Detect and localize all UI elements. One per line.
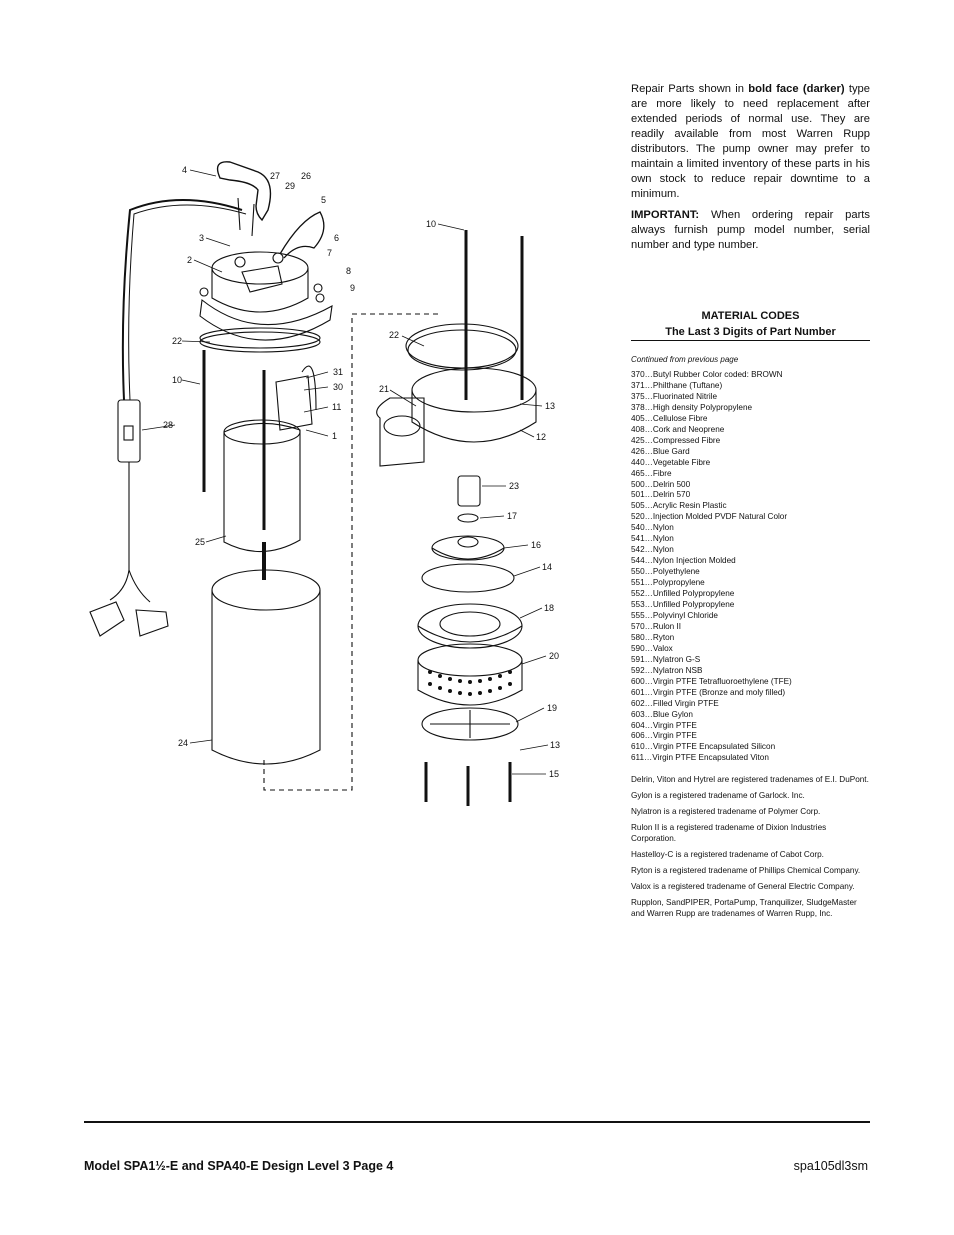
callout-7: 7 [327,248,332,258]
material-code-item: 505…Acrylic Resin Plastic [631,501,727,511]
material-code-item: 551…Polypropylene [631,578,705,588]
callout-2: 2 [187,255,192,265]
trademark-note: Valox is a registered tradename of Gener… [631,882,855,892]
intro-paragraph: Repair Parts shown in bold face (darker)… [631,82,870,202]
callout-22-right: 22 [389,330,399,340]
callout-5: 5 [321,195,326,205]
material-code-item: 610…Virgin PTFE Encapsulated Silicon [631,742,776,752]
callout-18: 18 [544,603,554,613]
material-codes-subtitle: The Last 3 Digits of Part Number [631,324,870,341]
callout-10-right: 10 [426,219,436,229]
callout-29: 29 [285,181,295,191]
material-code-item: 408…Cork and Neoprene [631,424,725,434]
material-code-item: 465…Fibre [631,468,672,478]
material-code-item: 580…Ryton [631,632,675,642]
material-code-item: 501…Delrin 570 [631,490,691,500]
callout-16: 16 [531,540,541,550]
continued-note: Continued from previous page [631,355,739,364]
trademark-note: Nylatron is a registered tradename of Po… [631,807,821,817]
callout-24: 24 [178,738,188,748]
material-code-item: 570…Rulon II [631,621,682,631]
trademark-note: Delrin, Viton and Hytrel are registered … [631,775,869,785]
callout-15: 15 [549,769,559,779]
callout-8: 8 [346,266,351,276]
material-code-item: 371…Philthane (Tuftane) [631,380,723,390]
trademark-note: Ryton is a registered tradename of Phill… [631,866,861,876]
footer-title: Model SPA1½-E and SPA40-E Design Level 3… [84,1159,394,1173]
material-code-item: 405…Cellulose Fibre [631,413,708,423]
trademark-note: Hastelloy-C is a registered tradename of… [631,850,824,860]
material-code-item: 611…Virgin PTFE Encapsulated Viton [631,753,769,763]
switch-shape [117,399,141,463]
important-text: When ordering repair parts always furnis… [631,209,870,251]
callout-21: 21 [379,384,389,394]
intro-text-rest: type are more likely to need replacement… [631,83,870,200]
callout-28: 28 [163,420,173,430]
material-code-item: 540…Nylon [631,523,674,533]
callout-23: 23 [509,481,519,491]
material-code-item: 604…Virgin PTFE [631,720,697,730]
material-code-item: 426…Blue Gard [631,446,690,456]
material-code-item: 375…Fluorinated Nitrile [631,391,718,401]
material-code-item: 550…Polyethylene [631,567,700,577]
right-column: Repair Parts shown in bold face (darker)… [631,82,870,924]
callout-20: 20 [549,651,559,661]
material-code-item: 541…Nylon [631,534,674,544]
callout-13: 13 [545,401,555,411]
material-code-item: 440…Vegetable Fibre [631,457,711,467]
callout-19: 19 [547,703,557,713]
callout-3: 3 [199,233,204,243]
material-code-item: 590…Valox [631,643,673,653]
callout-25: 25 [195,537,205,547]
trademark-note: Rulon II is a registered tradename of Di… [631,823,827,844]
intro-text-lead: Repair Parts shown in [631,83,744,95]
material-codes-title: MATERIAL CODES [701,310,800,322]
material-code-item: 544…Nylon Injection Molded [631,556,736,566]
footer-doc-code: spa105dl3sm [793,1159,868,1173]
material-code-item: 500…Delrin 500 [631,479,691,489]
material-code-item: 601…Virgin PTFE (Bronze and moly filled) [631,687,786,697]
material-code-item: 555…Polyvinyl Chloride [631,610,718,620]
material-code-item: 602…Filled Virgin PTFE [631,698,719,708]
material-code-item: 603…Blue Gylon [631,709,693,719]
material-code-item: 553…Unfilled Polypropylene [631,600,735,610]
callout-1: 1 [332,431,337,441]
callout-9: 9 [350,283,355,293]
material-code-item: 600…Virgin PTFE Tetrafluoroethylene (TFE… [631,676,792,686]
callout-27: 27 [270,171,280,181]
callout-14: 14 [542,562,552,572]
material-code-item: 591…Nylatron G-S [631,654,701,664]
trademark-note: Rupplon, SandPIPER, PortaPump, Tranquili… [631,898,857,919]
trademark-note: Gylon is a registered tradename of Garlo… [631,791,805,801]
callout-11: 11 [332,402,341,412]
callout-30: 30 [333,382,343,392]
material-code-item: 520…Injection Molded PVDF Natural Color [631,512,788,522]
callout-6: 6 [334,233,339,243]
callout-22: 22 [172,336,182,346]
important-label: IMPORTANT: [631,209,700,221]
material-code-item: 378…High density Polypropylene [631,402,753,412]
callout-26: 26 [301,171,311,181]
material-code-item: 370…Butyl Rubber Color coded: BROWN [631,370,783,379]
material-code-item: 552…Unfilled Polypropylene [631,589,735,599]
exploded-parts-diagram: 4 27 26 29 5 3 6 7 2 8 9 22 10 31 30 11 … [80,150,620,810]
callout-17: 17 [507,511,517,521]
callout-13-lower: 13 [550,740,560,750]
callout-10: 10 [172,375,182,385]
callout-12: 12 [536,432,546,442]
important-paragraph: IMPORTANT: When ordering repair parts al… [631,208,870,253]
intro-bold-face: bold face (darker) [748,83,845,95]
material-code-item: 542…Nylon [631,545,674,555]
footer-rule [84,1121,870,1123]
material-code-item: 425…Compressed Fibre [631,435,721,445]
material-codes-heading: MATERIAL CODES The Last 3 Digits of Part… [631,308,870,341]
callout-31: 31 [333,367,343,377]
callout-4: 4 [182,165,187,175]
trademark-notes: Delrin, Viton and Hytrel are registered … [631,774,870,919]
material-code-item: 606…Virgin PTFE [631,731,697,741]
material-code-item: 592…Nylatron NSB [631,665,703,675]
